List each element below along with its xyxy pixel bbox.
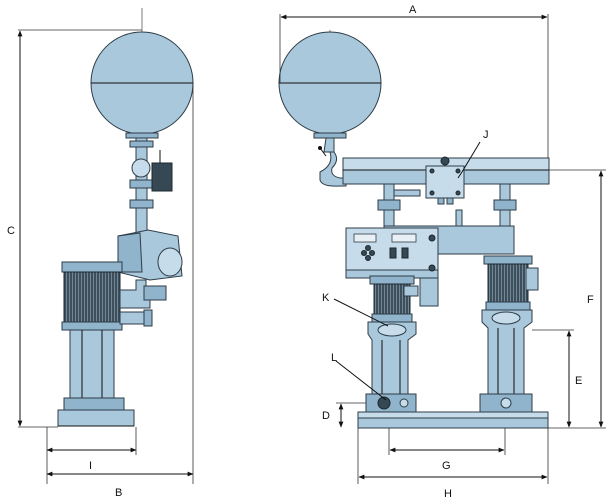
leader-l: L — [331, 352, 387, 401]
label-c: C — [7, 225, 15, 237]
dimension-e: E — [532, 329, 582, 428]
dimension-h: H — [357, 428, 549, 500]
junction-box-j — [425, 156, 465, 205]
control-panel — [345, 227, 439, 279]
label-a: A — [409, 4, 417, 16]
label-e: E — [575, 375, 582, 387]
label-i: I — [89, 460, 92, 472]
dimension-c: C — [7, 29, 142, 428]
side-view — [57, 8, 194, 427]
label-h: H — [444, 488, 452, 500]
label-b: B — [115, 487, 122, 499]
label-g: G — [442, 460, 451, 472]
label-j: J — [483, 129, 489, 141]
front-view — [278, 30, 550, 429]
front-view-pressure-tank — [278, 30, 382, 139]
front-view-left-motor — [369, 275, 419, 323]
label-l: L — [331, 352, 337, 364]
dimension-a: A — [279, 4, 549, 158]
leader-j: J — [457, 129, 489, 179]
front-view-right-motor — [483, 255, 539, 311]
leader-k: K — [322, 292, 389, 327]
side-view-pressure-tank — [90, 31, 194, 139]
front-view-base — [357, 411, 549, 429]
side-view-motor — [61, 261, 123, 331]
label-d: D — [322, 410, 330, 422]
dimension-f: F — [548, 169, 606, 429]
dimension-g: G — [388, 428, 506, 472]
dimension-i: I — [46, 427, 137, 484]
label-f: F — [587, 294, 594, 306]
dimension-d: D — [322, 402, 366, 428]
label-k: K — [322, 292, 330, 304]
dimension-b: B — [46, 83, 194, 499]
